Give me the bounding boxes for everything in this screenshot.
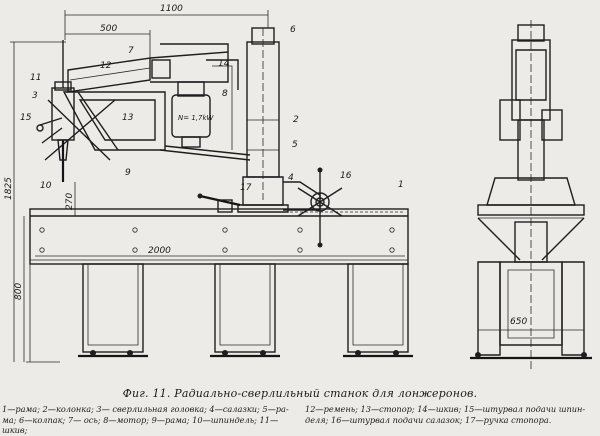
label-part-6: 6 [290, 25, 296, 35]
legend-right-line-1: 12—ремень; 13—стопор; 14—шкив; 15—штурва… [305, 404, 586, 414]
side-view [470, 20, 592, 370]
column [237, 27, 289, 213]
dim-1100: 1100 [160, 4, 183, 14]
table-bolts [39, 227, 395, 253]
lock-handle [197, 193, 241, 213]
label-part-14: 14 [218, 59, 230, 69]
label-part-4: 4 [288, 173, 294, 183]
label-part-1: 1 [398, 180, 404, 190]
dim-270: 270 [65, 193, 75, 210]
label-part-10: 10 [40, 181, 52, 191]
label-part-8: 8 [222, 89, 228, 99]
dimension-lines [10, 10, 405, 362]
legend-left-line-1: 1—рама; 2—колонка; 3— сверлильная головк… [2, 404, 289, 414]
label-part-16: 16 [340, 171, 352, 181]
dim-650: 650 [510, 317, 527, 327]
figure-caption: Фиг. 11. Радиально-сверлильный станок дл… [122, 387, 478, 400]
label-part-12: 12 [100, 61, 112, 71]
label-part-2: 2 [293, 115, 299, 125]
label-part-17: 17 [240, 183, 252, 193]
label-part-5: 5 [292, 140, 298, 150]
legend-left-line-2: ма; 6—колпак; 7— ось; 8—мотор; 9—рама; 1… [2, 414, 279, 436]
dim-1825: 1825 [4, 177, 14, 200]
legend-left: 1—рама; 2—колонка; 3— сверлильная головк… [2, 404, 302, 436]
motor-power-label: N= 1,7kW [178, 114, 215, 122]
legend-right: 12—ремень; 13—стопор; 14—шкив; 15—штурва… [305, 404, 600, 425]
radial-arm [36, 40, 251, 182]
frame-legs [26, 263, 413, 363]
dimension-labels: 1100 500 2000 1825 800 270 650 [4, 4, 527, 327]
label-part-9: 9 [125, 168, 131, 178]
slide-and-handwheel [283, 167, 343, 248]
label-part-3: 3 [32, 91, 38, 101]
legend-right-line-2: деля; 16—штурвал подачи салазок; 17—ручк… [305, 414, 552, 425]
label-part-7: 7 [128, 46, 134, 56]
part-labels: 1 2 3 4 5 6 7 8 9 10 11 12 13 14 15 16 1… [20, 25, 404, 193]
dim-800: 800 [14, 283, 24, 300]
dim-2000: 2000 [148, 246, 171, 256]
label-part-15: 15 [20, 113, 32, 123]
label-part-11: 11 [30, 73, 41, 83]
dim-500: 500 [100, 24, 117, 34]
label-part-13: 13 [122, 113, 134, 123]
